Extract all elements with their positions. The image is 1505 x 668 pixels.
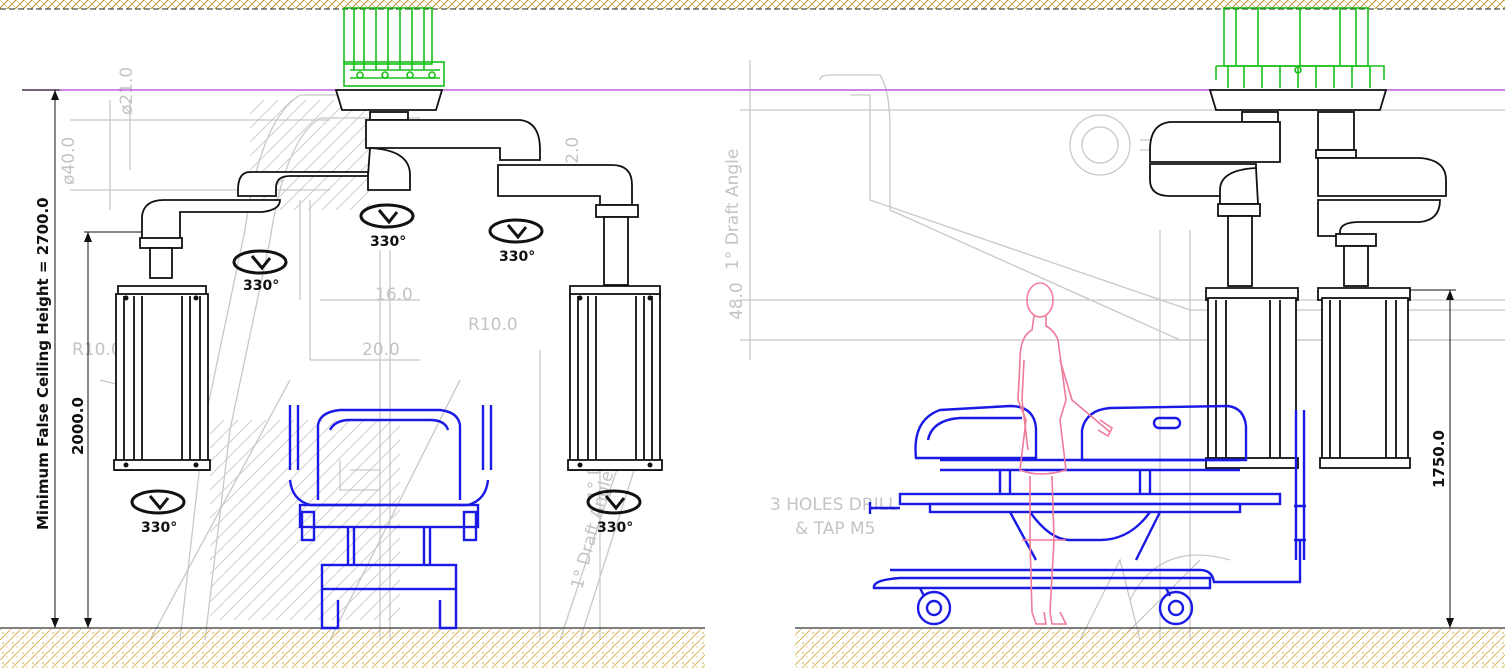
pendant-column-left [113,293,211,471]
ceiling-mount-right [1215,7,1385,88]
dim-16: 16.0 [375,285,413,305]
dim-d40: ø40.0 [59,137,79,185]
dimension-arm-height: 2000.0 [69,231,142,628]
rotation-symbol-2: 330° [359,203,415,250]
rotation-label-1: 330° [243,278,279,294]
dimension-ceiling-height: Minimum False Ceiling Height = 2700.0 [22,89,60,628]
pendant-height-label: 1750.0 [1430,430,1448,488]
ceiling-mount-left [343,7,445,87]
dim-48: 48.0 [727,282,747,320]
rotation-label-2: 330° [370,234,406,250]
pendant-side-column-1 [1205,287,1299,469]
rotation-symbol-3: 330° [488,218,544,265]
floor-left [0,627,705,668]
rotation-label-4: 330° [141,520,177,536]
rotation-label-3: 330° [499,249,535,265]
bed-side-view [868,404,1306,626]
pendant-column-right [567,293,663,471]
bed-end-view [288,405,493,630]
holes-note-line1: 3 HOLES DRILL [770,495,898,515]
dim-r10-left: R10.0 [72,340,122,360]
dim-d21: ø21.0 [117,67,137,115]
rotation-label-5: 330° [597,520,633,536]
holes-note-line2: & TAP M5 [795,519,876,539]
pendant-left [117,89,661,299]
rotation-symbol-1: 330° [232,249,288,294]
person-figure [1017,282,1114,625]
pendant-side-column-2 [1317,287,1411,469]
floor-right [795,627,1505,668]
arm-height-label: 2000.0 [69,397,87,455]
pendant-side-view [1149,89,1447,287]
dim-r10-right: R10.0 [468,315,518,335]
rotation-symbol-4: 330° [130,489,186,536]
dim-20: 20.0 [362,340,400,360]
dimension-pendant-height: 1750.0 [1410,289,1456,628]
rotation-symbol-5: 330° [586,489,642,536]
ceiling-height-label: Minimum False Ceiling Height = 2700.0 [34,197,52,530]
draft-angle-top: 1° Draft Angle [723,149,743,270]
